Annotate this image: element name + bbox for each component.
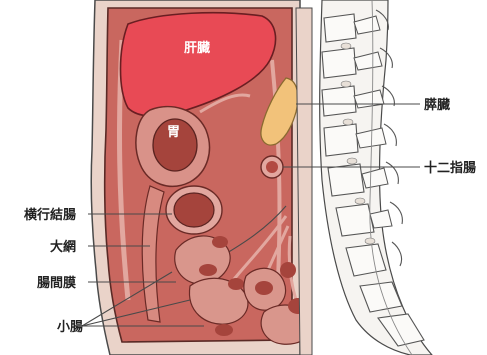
small-intestine-lumen: [215, 324, 233, 336]
intervertebral-disc: [365, 238, 375, 244]
small-intestine-label: 小腸: [57, 320, 83, 335]
small-intestine-lumen: [199, 264, 217, 276]
intervertebral-disc: [341, 43, 351, 49]
small-intestine-lumen: [228, 278, 244, 290]
transverse-colon: [174, 193, 214, 227]
liver-label: 肝臓: [184, 40, 210, 56]
vertebra: [336, 204, 392, 236]
intervertebral-disc: [355, 198, 365, 204]
intervertebral-disc: [343, 119, 353, 125]
intervertebral-disc: [341, 81, 351, 87]
duodenum-lumen: [266, 161, 278, 173]
stomach-label: 胃: [167, 125, 180, 140]
small-intestine-lumen: [255, 281, 273, 295]
intervertebral-disc: [347, 158, 357, 164]
mesentery-label: 腸間膜: [37, 275, 76, 291]
pancreas-label: 膵臓: [424, 97, 450, 113]
duodenum-label: 十二指腸: [424, 160, 476, 176]
greater-omentum-label: 大網: [50, 239, 76, 255]
small-intestine-lumen: [212, 236, 228, 248]
vertebral-column: [320, 0, 487, 355]
transverse-colon-label: 横行結腸: [24, 207, 76, 223]
small-intestine-lumen: [280, 262, 296, 278]
